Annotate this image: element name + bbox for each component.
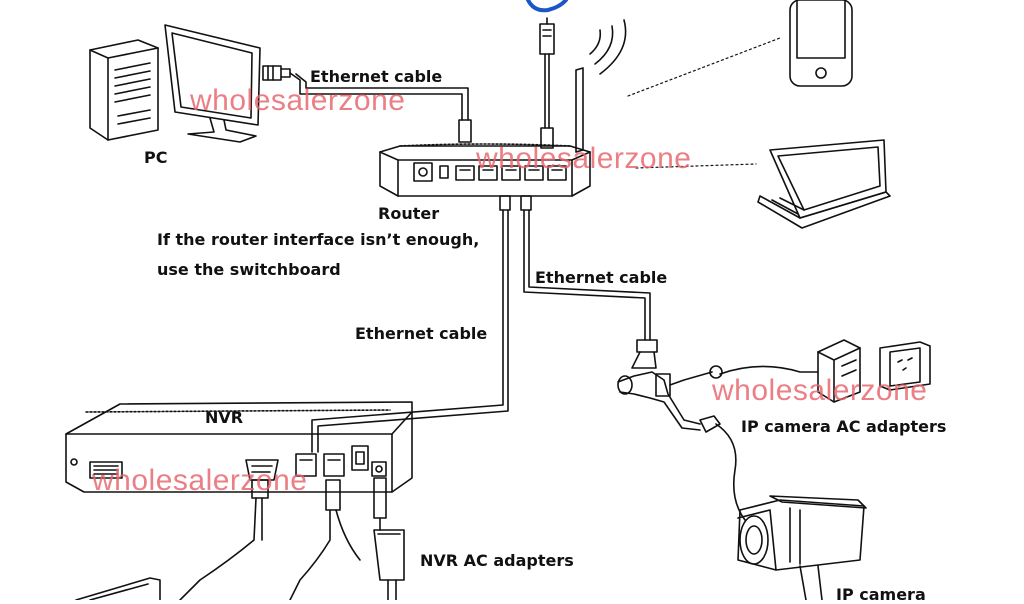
nvr-label: NVR — [205, 408, 244, 427]
smartphone-icon — [789, 0, 853, 87]
router-note-line1: If the router interface isn’t enough, — [157, 230, 480, 249]
logo-fragment — [526, 0, 568, 13]
wireless-links — [627, 37, 781, 169]
ip-camera-icon — [737, 495, 867, 600]
watermark-text: wholesalerzone — [190, 84, 406, 117]
ethernet-cable-camera-label: Ethernet cable — [535, 268, 668, 287]
cable-router-to-camera — [520, 195, 658, 369]
cable-router-to-nvr — [311, 195, 511, 453]
laptop-icon — [757, 139, 891, 229]
router-note-line2: use the switchboard — [157, 260, 341, 279]
monitor-corner-icon — [75, 577, 161, 600]
ip-camera-label: IP camera — [836, 585, 926, 604]
watermark-text: wholesalerzone — [712, 374, 928, 407]
ethernet-cable-nvr-label: Ethernet cable — [355, 324, 488, 343]
wall-socket-icon — [879, 341, 931, 391]
watermark-text: wholesalerzone — [92, 464, 308, 497]
nvr-box-icon — [65, 401, 413, 493]
pc-tower-icon — [89, 39, 159, 141]
ac-adapter-icon — [817, 339, 861, 403]
nvr-adapters-label: NVR AC adapters — [420, 551, 574, 570]
pc-label: PC — [144, 148, 168, 167]
pc-ethernet-plug-icon — [262, 65, 472, 143]
pc-monitor-icon — [164, 24, 261, 143]
nvr-cables — [179, 477, 405, 600]
camera-splitter-cable — [617, 365, 819, 521]
router-icon — [379, 17, 627, 197]
ip-camera-adapters-label: IP camera AC adapters — [741, 417, 947, 436]
watermark-text: wholesalerzone — [476, 142, 692, 175]
router-label: Router — [378, 204, 440, 223]
ethernet-cable-pc-label: Ethernet cable — [310, 67, 443, 86]
